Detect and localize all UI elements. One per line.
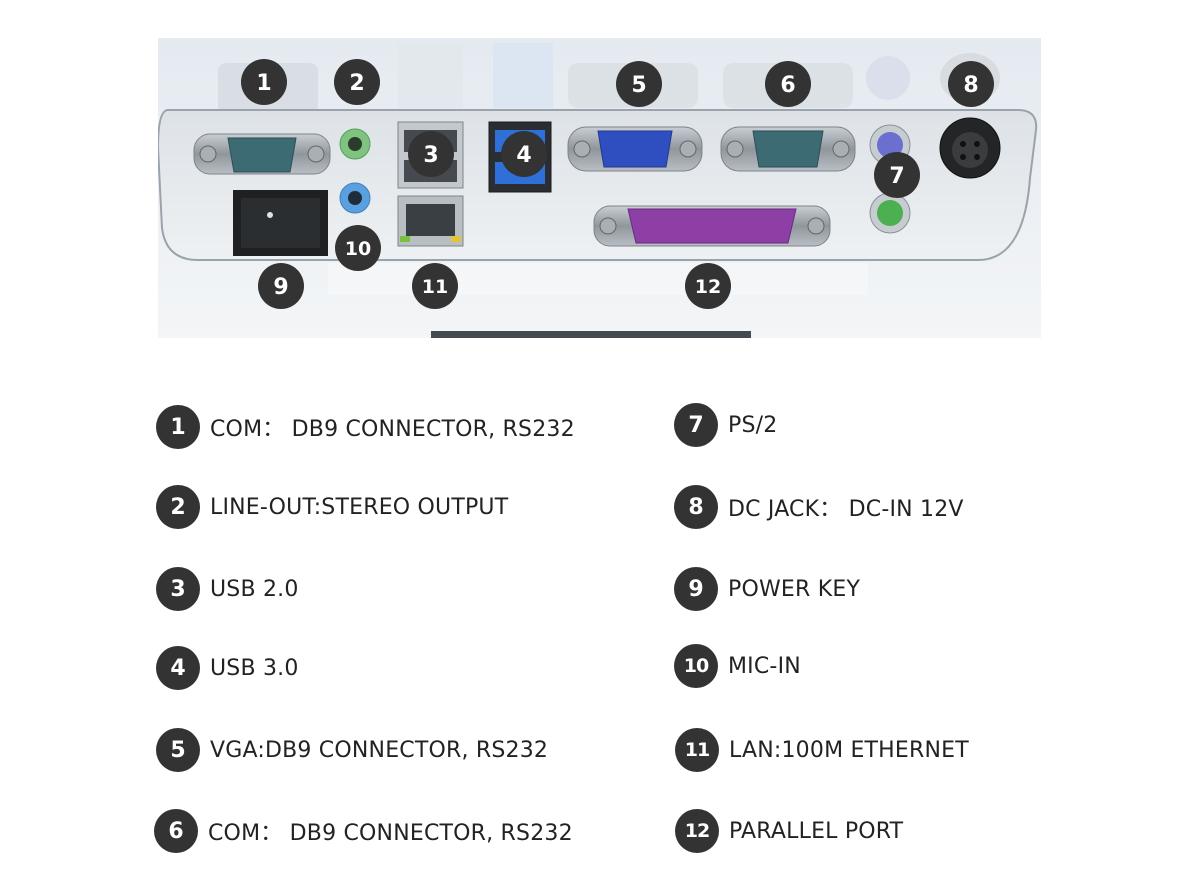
legend-item-7: 7 PS/2	[674, 402, 777, 448]
dc-jack	[939, 117, 1001, 179]
legend-label: LINE-OUT:STEREO OUTPUT	[210, 494, 509, 520]
legend-badge: 6	[154, 809, 198, 853]
legend-item-2: 2 LINE-OUT:STEREO OUTPUT	[156, 484, 508, 530]
legend-item-9: 9 POWER KEY	[674, 566, 860, 612]
photo-marker-3: 3	[408, 131, 454, 177]
svg-text:1: 1	[256, 71, 271, 96]
com-port-1	[193, 133, 331, 175]
legend-label: MIC-IN	[728, 653, 801, 679]
lan-port	[397, 195, 464, 247]
svg-text:8: 8	[963, 73, 978, 98]
legend-item-12: 12 PARALLEL PORT	[675, 808, 903, 854]
legend-item-5: 5 VGA:DB9 CONNECTOR, RS232	[156, 727, 548, 773]
legend-label: PARALLEL PORT	[729, 818, 904, 844]
legend-badge: 9	[674, 567, 718, 611]
legend-badge: 4	[156, 646, 200, 690]
legend-label: COM： DB9 CONNECTOR, RS232	[210, 417, 575, 442]
svg-text:5: 5	[631, 73, 646, 98]
legend-item-3: 3 USB 2.0	[156, 566, 299, 612]
photo-marker-8: 8	[948, 61, 994, 107]
svg-text:9: 9	[273, 275, 288, 300]
legend-label: POWER KEY	[728, 576, 861, 602]
photo-marker-1: 1	[241, 59, 287, 105]
legend-label: PS/2	[728, 412, 778, 438]
photo-marker-9: 9	[258, 263, 304, 309]
legend-label: VGA:DB9 CONNECTOR, RS232	[210, 737, 549, 763]
photo-marker-11: 11	[412, 263, 458, 309]
legend-badge: 2	[156, 485, 200, 529]
legend-label: USB 3.0	[210, 655, 299, 681]
photo-marker-12: 12	[685, 263, 731, 309]
legend-item-8: 8 DC JACK： DC-IN 12V	[674, 484, 964, 530]
photo-marker-6: 6	[765, 61, 811, 107]
legend-item-1: 1 COM： DB9 CONNECTOR, RS232	[156, 404, 575, 450]
power-switch	[233, 190, 328, 256]
legend-label: USB 2.0	[210, 576, 299, 602]
legend-item-10: 10 MIC-IN	[674, 643, 801, 689]
legend-item-4: 4 USB 3.0	[156, 645, 299, 691]
legend-label: DC JACK： DC-IN 12V	[728, 497, 964, 522]
photo-marker-10: 10	[335, 225, 381, 271]
photo-marker-4: 4	[501, 131, 547, 177]
photo-marker-7: 7	[874, 152, 920, 198]
svg-text:12: 12	[695, 276, 721, 298]
svg-text:4: 4	[516, 143, 531, 168]
legend-badge: 3	[156, 567, 200, 611]
legend-badge: 5	[156, 728, 200, 772]
photo-marker-5: 5	[616, 61, 662, 107]
legend-badge: 10	[674, 644, 718, 688]
svg-text:2: 2	[349, 71, 364, 96]
legend-badge: 8	[674, 485, 718, 529]
photo-marker-2: 2	[334, 59, 380, 105]
svg-text:11: 11	[422, 276, 448, 298]
com-port-2	[720, 126, 856, 172]
parallel-port	[593, 205, 831, 247]
svg-text:6: 6	[780, 73, 795, 98]
line-out-jack	[339, 128, 371, 160]
mic-in-jack	[339, 182, 371, 214]
svg-text:3: 3	[423, 143, 438, 168]
svg-text:10: 10	[345, 238, 371, 260]
legend-badge: 11	[675, 728, 719, 772]
svg-text:7: 7	[889, 164, 904, 189]
legend-badge: 12	[675, 809, 719, 853]
legend-item-6: 6 COM： DB9 CONNECTOR, RS232	[154, 808, 573, 854]
legend-badge: 1	[156, 405, 200, 449]
legend-item-11: 11 LAN:100M ETHERNET	[675, 727, 969, 773]
legend-label: COM： DB9 CONNECTOR, RS232	[208, 821, 573, 846]
legend-label: LAN:100M ETHERNET	[729, 737, 969, 763]
vga-port	[567, 126, 703, 172]
legend-badge: 7	[674, 403, 718, 447]
rear-panel-photo: 1 2 3 4 5 6 7 8 9 10 11 12	[158, 38, 1041, 338]
